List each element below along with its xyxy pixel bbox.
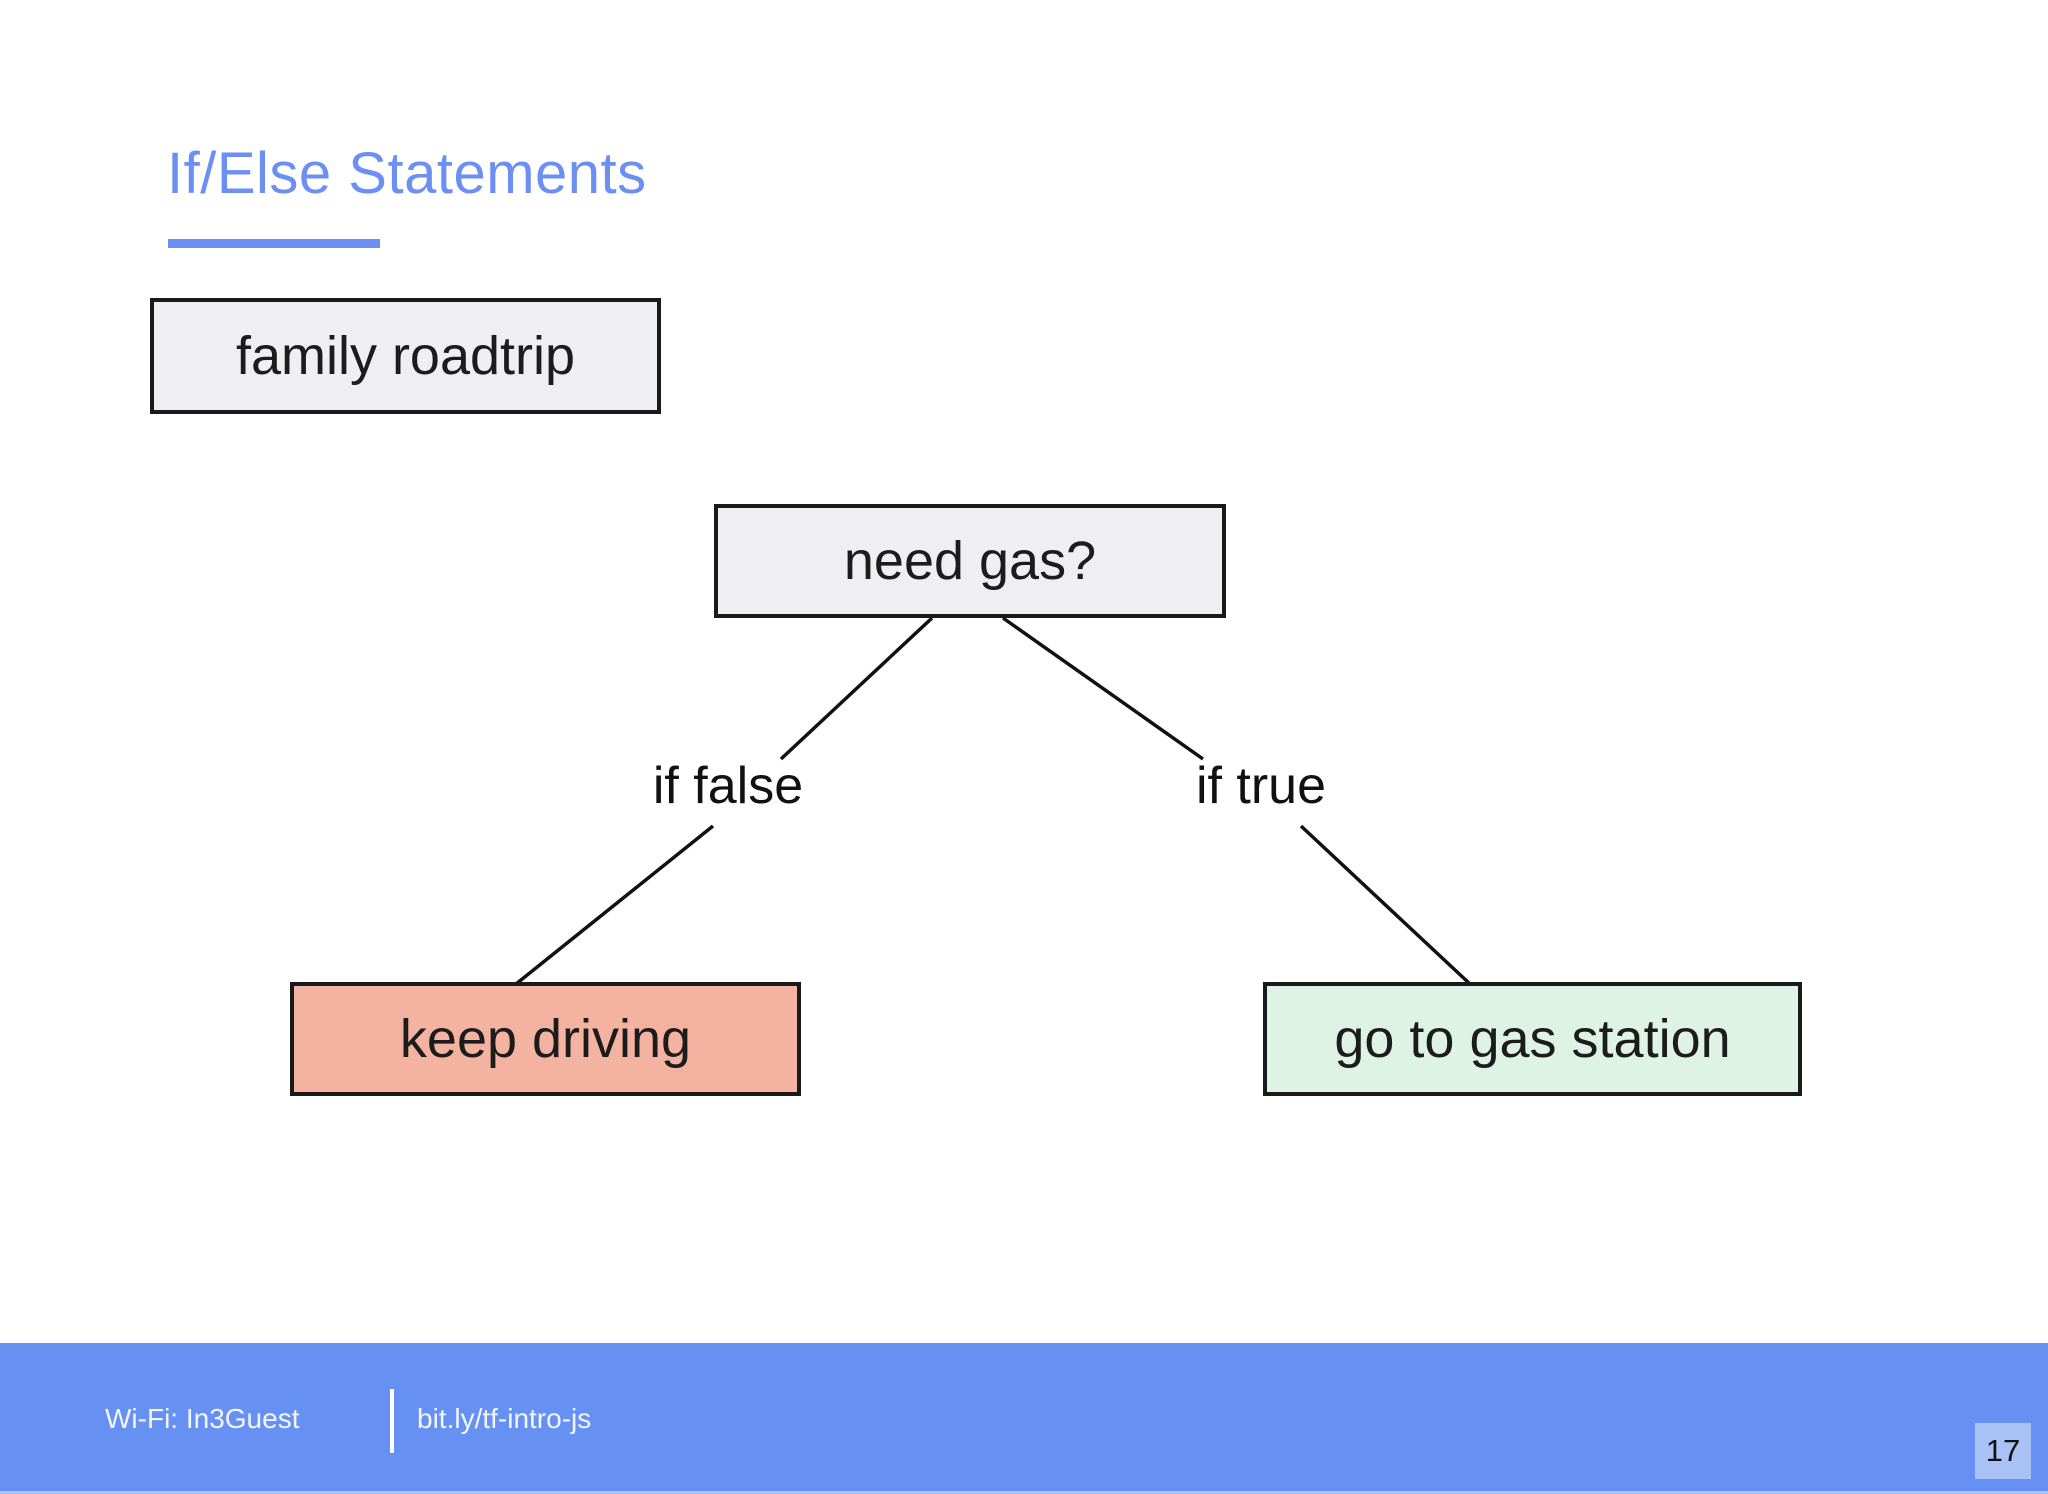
branch-label-if-false: if false: [652, 757, 804, 815]
edge-iffalse-to-keepdriving: [514, 824, 715, 986]
node-family-roadtrip-label: family roadtrip: [235, 326, 576, 386]
edge-iftrue-to-gasstation: [1299, 824, 1472, 986]
footer-bar: Wi-Fi: In3Guest bit.ly/tf-intro-js 17: [0, 1343, 2048, 1494]
node-go-to-gas-station: go to gas station: [1263, 982, 1802, 1096]
node-keep-driving-label: keep driving: [399, 1009, 692, 1069]
branch-label-if-true: if true: [1195, 757, 1327, 815]
slides-link: bit.ly/tf-intro-js: [417, 1402, 592, 1434]
node-need-gas-label: need gas?: [843, 531, 1097, 591]
node-need-gas: need gas?: [714, 504, 1226, 618]
page-number-badge: 17: [1975, 1423, 2031, 1479]
edge-decision-to-iffalse: [779, 616, 934, 761]
node-family-roadtrip: family roadtrip: [150, 298, 661, 414]
node-keep-driving: keep driving: [290, 982, 801, 1096]
node-go-to-gas-station-label: go to gas station: [1334, 1009, 1731, 1069]
footer-bottom-line: [0, 1491, 2048, 1494]
wifi-info: Wi-Fi: In3Guest: [105, 1402, 300, 1434]
edge-decision-to-iftrue: [1001, 616, 1205, 761]
slide-title: If/Else Statements: [167, 141, 647, 206]
footer-divider: [390, 1389, 394, 1453]
title-underline: [168, 239, 380, 248]
